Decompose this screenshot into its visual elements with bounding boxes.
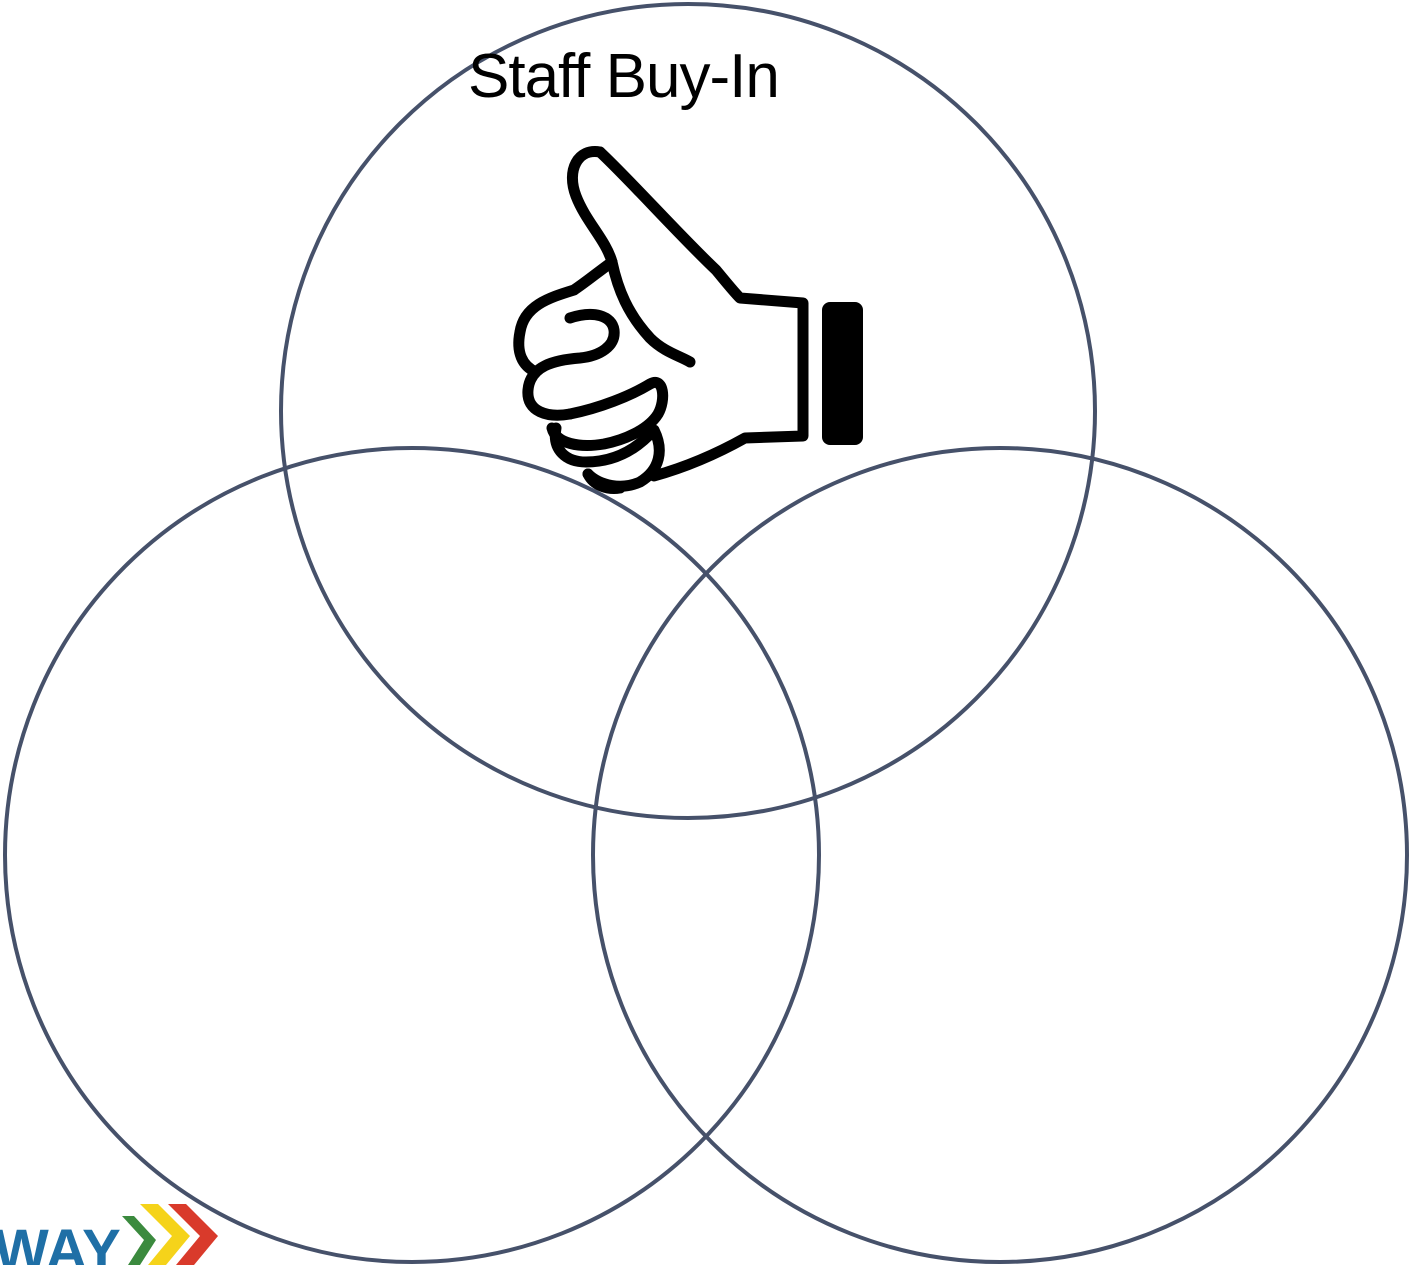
thumbs-up-icon xyxy=(513,146,863,494)
venn-circle-bottom-left xyxy=(3,446,821,1264)
way-logo: WAY xyxy=(0,1204,218,1265)
venn-circle-bottom-right xyxy=(591,446,1409,1264)
logo-chevron-green xyxy=(122,1216,156,1265)
diagram-title: Staff Buy-In xyxy=(468,42,780,111)
logo-chevron-yellow xyxy=(140,1204,190,1265)
logo-chevron-red xyxy=(168,1204,218,1265)
venn-circle-top xyxy=(279,2,1097,820)
logo-text: WAY xyxy=(0,1218,121,1265)
thumbs-up-cuff xyxy=(822,302,863,445)
